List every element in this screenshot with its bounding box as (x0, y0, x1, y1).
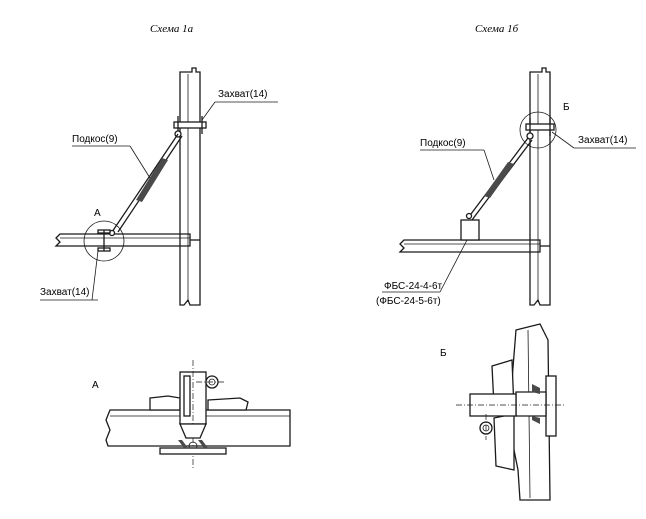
detail-a: А (92, 360, 291, 470)
label-brace-1b: Подкос(9) (420, 138, 466, 149)
foundation-block (460, 219, 480, 241)
floor-slab-1b (398, 239, 550, 253)
label-clamp-bottom-1a: Захват(14) (40, 287, 90, 298)
detail-b: Б (440, 323, 566, 501)
label-brace-1a: Подкос(9) (72, 134, 118, 145)
brace-1a (108, 133, 183, 237)
scheme-1a: Схема 1а (40, 23, 278, 306)
leader-clamp-top-1a (201, 101, 216, 121)
node-a-label: А (94, 208, 101, 219)
label-block-1: ФБС-24-4-6т (384, 281, 443, 292)
scheme-1a-title: Схема 1а (150, 23, 194, 35)
detail-b-label: Б (440, 348, 447, 359)
node-a-callout: А (83, 208, 125, 262)
wall-panel-1b (529, 67, 551, 306)
label-block-2: (ФБС-24-5-6т) (376, 296, 441, 307)
label-clamp-top-1a: Захват(14) (218, 89, 268, 100)
label-clamp-1b: Захват(14) (578, 135, 628, 146)
detail-a-bottom-plate (159, 447, 227, 455)
node-b-label: Б (563, 102, 570, 113)
detail-b-clamp-plate (545, 375, 557, 437)
wall-panel-1a (179, 67, 201, 306)
floor-slab-1a (54, 233, 200, 247)
leader-clamp-bottom-1a (91, 250, 99, 301)
clamp-top-1a (173, 116, 207, 138)
leader-block (439, 239, 468, 293)
scheme-1b: Схема 1б Б (376, 23, 636, 307)
brace-1b (465, 137, 533, 221)
node-b-callout (519, 111, 557, 149)
leader-clamp-1b (551, 131, 575, 149)
detail-a-label: А (92, 380, 99, 391)
scheme-1b-title: Схема 1б (475, 23, 519, 35)
clamp-top-1b: Б (519, 102, 570, 149)
